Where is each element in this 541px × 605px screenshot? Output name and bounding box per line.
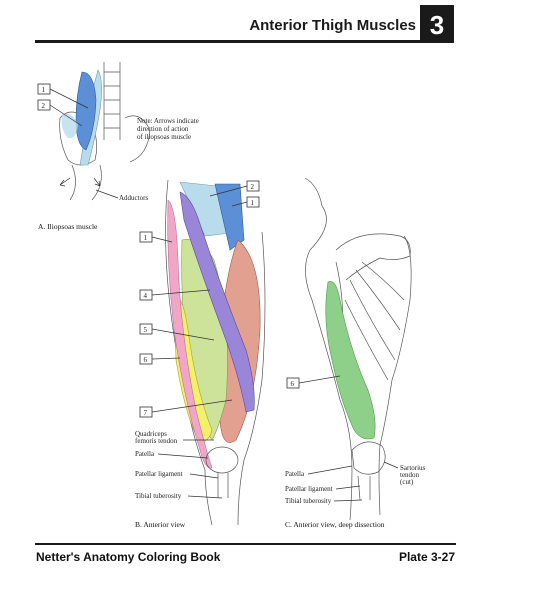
fig-b-leader-4 — [151, 289, 211, 296]
fig-b-leader-5 — [151, 328, 215, 341]
fig-c-patella-label: Patella — [285, 470, 305, 478]
fig-a-leader-2 — [49, 104, 83, 127]
fig-b-patella-label: Patella — [135, 450, 155, 458]
footer-plate-number: Plate 3-27 — [398, 550, 455, 564]
fig-b-box-4-label: 4 — [144, 292, 148, 300]
spine-outline — [103, 62, 121, 140]
fig-b-leader-1 — [151, 236, 173, 243]
fig-b-patellar-ligament-label: Patellar ligament — [135, 470, 183, 478]
fig-a-caption: A. Iliopsoas muscle — [38, 222, 98, 231]
c-pelvis-outline — [335, 233, 411, 281]
fig-c-patellar-ligament-leader — [335, 485, 361, 490]
fig-b-box-2-top-label: 2 — [251, 183, 255, 191]
fig-c-caption: C. Anterior view, deep dissection — [285, 520, 385, 529]
figure-c-deep-dissection: 6 Patella Patellar ligament Tibial tuber… — [285, 177, 426, 529]
fig-c-tibial-tuberosity-leader — [333, 499, 363, 502]
thigh-outline-lateral — [237, 231, 266, 526]
iliacus-light-patch — [61, 113, 78, 139]
vertebrae-lines — [104, 71, 120, 129]
vastus-intermedius-muscle — [325, 281, 376, 440]
sartorius-muscle — [179, 191, 255, 413]
fig-b-leader-7 — [151, 399, 233, 413]
figure-a-iliopsoas: 1 2 Note: Arrows indicate direction of a… — [37, 62, 199, 231]
fig-b-box-1-label: 1 — [144, 234, 148, 242]
fig-c-patellar-ligament-label: Patellar ligament — [285, 485, 333, 493]
fig-b-quad-tendon-line-2: femoris tendon — [135, 437, 178, 445]
header-rule — [35, 40, 420, 43]
fig-c-sartorius-leader — [383, 461, 399, 469]
fig-b-box-5-label: 5 — [144, 326, 148, 334]
fig-c-leader-6 — [298, 375, 341, 384]
fig-c-box-6-label: 6 — [291, 380, 295, 388]
c-patellar-ligament — [357, 475, 371, 501]
footer-book-title: Netter's Anatomy Coloring Book — [36, 550, 221, 564]
c-muscle-striations — [344, 261, 405, 381]
fig-b-leader-1-top — [231, 201, 248, 207]
fig-b-leader-2-top — [209, 185, 248, 197]
gracilis-muscle — [167, 199, 213, 469]
chapter-number: 3 — [420, 5, 454, 43]
femur-outline — [69, 164, 102, 201]
fig-b-box-7-label: 7 — [144, 409, 148, 417]
fig-b-leader-6 — [151, 357, 181, 360]
fig-a-box-2-label: 2 — [42, 102, 46, 110]
fig-b-patellar-ligament-leader — [189, 473, 219, 479]
adductors-label: Adductors — [119, 194, 148, 202]
fig-c-patella-leader — [307, 465, 353, 475]
fig-b-caption: B. Anterior view — [135, 520, 186, 529]
fig-b-quad-tendon-line-1: Quadriceps — [135, 430, 167, 438]
c-patella — [351, 441, 386, 475]
fig-c-tibial-tuberosity-label: Tibial tuberosity — [285, 497, 332, 505]
fig-b-box-6-label: 6 — [144, 356, 148, 364]
action-arrow-left — [59, 177, 71, 187]
b-patella — [205, 446, 239, 474]
b-iliacus-muscle — [214, 183, 245, 251]
fig-b-box-1-top-label: 1 — [251, 199, 255, 207]
fig-c-sartorius-line-2: tendon — [400, 471, 420, 479]
footer-rule — [35, 543, 456, 545]
adductors-leader — [95, 189, 119, 199]
fig-a-note-line-1: Note: Arrows indicate — [137, 117, 199, 125]
fig-b-tibial-tuberosity-label: Tibial tuberosity — [135, 492, 182, 500]
iliacus-muscle — [75, 71, 97, 151]
fig-a-leader-1 — [49, 88, 89, 109]
figure-b-anterior-view: 2 1 1 4 5 6 7 Quadriceps femoris tendon … — [135, 179, 266, 529]
fig-b-tibial-tuberosity-leader — [187, 495, 223, 499]
header-title: Anterior Thigh Muscles — [249, 17, 416, 34]
fig-a-note-line-2: direction of action — [137, 125, 189, 133]
fig-a-box-1-label: 1 — [42, 86, 46, 94]
pelvis-outline-right — [124, 115, 151, 163]
fig-c-sartorius-line-3: (cut) — [400, 478, 414, 486]
b-patellar-ligament — [217, 473, 229, 498]
c-outline-medial — [304, 177, 353, 521]
fig-a-note-line-3: of iliopsoas muscle — [137, 133, 191, 141]
action-arrow-right — [93, 177, 101, 187]
fig-c-sartorius-line-1: Sartorius — [400, 464, 426, 472]
fig-b-patella-leader — [157, 453, 209, 459]
c-outline-lateral — [378, 235, 412, 516]
